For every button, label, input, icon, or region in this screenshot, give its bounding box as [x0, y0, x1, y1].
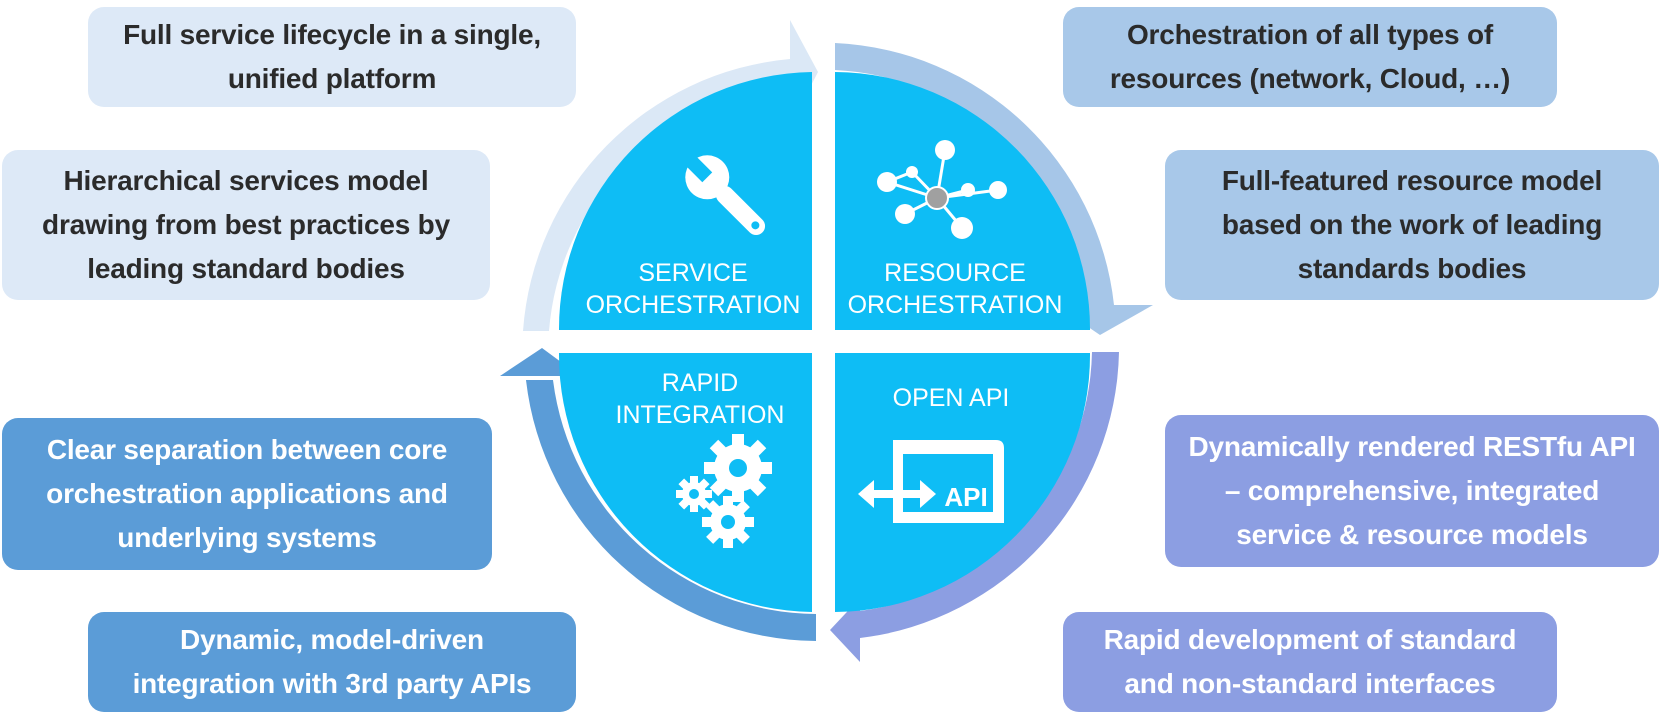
feature-box-services-model: Hierarchical services model drawing from… — [2, 150, 490, 300]
api-icon-label: API — [944, 482, 987, 512]
arrow-bottom-right — [860, 352, 1119, 638]
feature-box-lifecycle: Full service lifecycle in a single, unif… — [88, 7, 576, 107]
network-nodes-icon — [877, 140, 1007, 239]
quadrant-api-label: OPEN API — [893, 384, 1010, 412]
quadrant-service-label-1: SERVICE — [638, 259, 747, 287]
gears-icon — [676, 434, 772, 548]
feature-box-resource-model: Full-featured resource model based on th… — [1165, 150, 1659, 300]
feature-box-interfaces: Rapid development of standard and non-st… — [1063, 612, 1557, 712]
arrow-head-bottom-right — [830, 598, 860, 662]
feature-box-integration: Dynamic, model-driven integration with 3… — [88, 612, 576, 712]
cycle-arrows — [500, 20, 1153, 662]
arrow-top-right — [835, 43, 1114, 305]
wrench-icon — [683, 153, 766, 236]
api-icon: API — [858, 440, 1004, 523]
feature-box-separation: Clear separation between core orchestrat… — [2, 418, 492, 570]
quadrant-service-label-2: ORCHESTRATION — [586, 291, 801, 319]
quadrant-integration-label-1: RAPID — [662, 369, 738, 397]
quadrant-service — [558, 72, 812, 330]
feature-box-resource-types: Orchestration of all types of resources … — [1063, 7, 1557, 107]
feature-box-restful-api: Dynamically rendered RESTfu API – compre… — [1165, 415, 1659, 567]
quadrants — [558, 72, 1091, 612]
quadrant-resource — [835, 72, 1091, 330]
quadrant-resource-label-1: RESOURCE — [884, 259, 1026, 287]
quadrant-resource-label-2: ORCHESTRATION — [848, 291, 1063, 319]
quadrant-integration-label-2: INTEGRATION — [616, 401, 785, 429]
arrow-bottom-left — [526, 380, 816, 641]
